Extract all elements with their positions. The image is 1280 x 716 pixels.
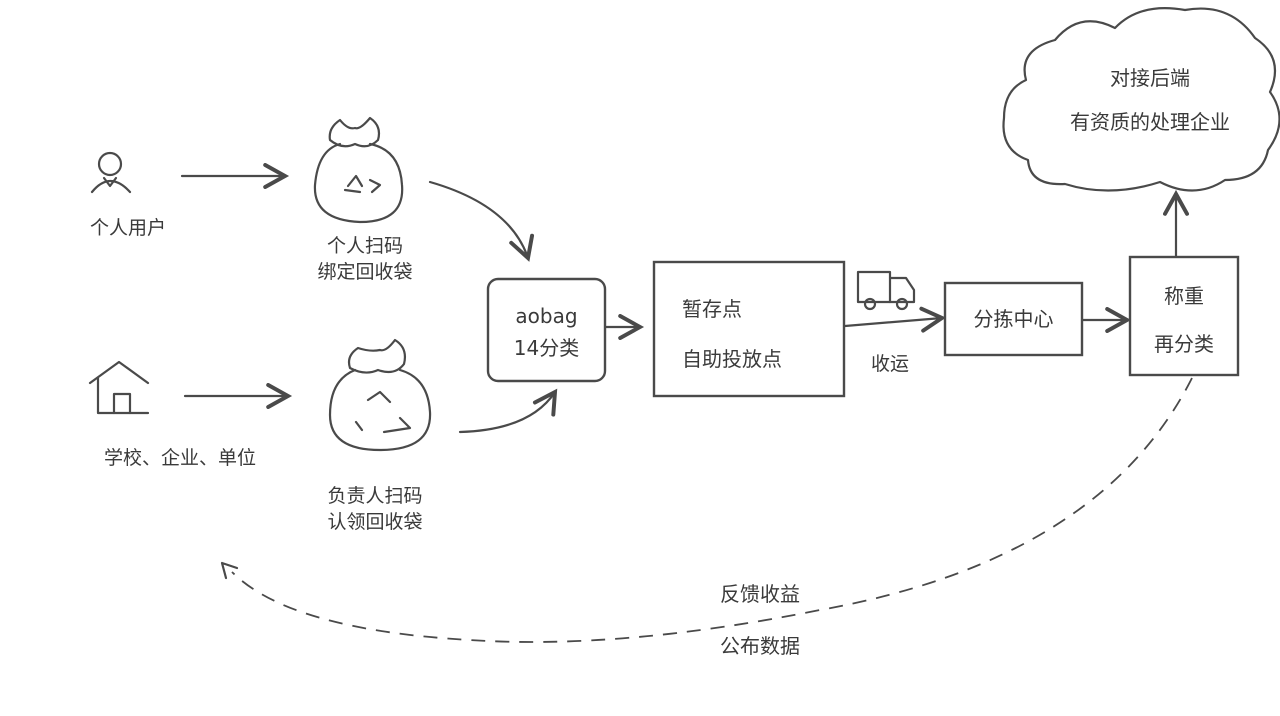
- sorting-box: [943, 281, 1084, 357]
- transport-label: 收运: [870, 353, 909, 375]
- sorting-label: 分拣中心: [973, 307, 1054, 331]
- arrow-temp-to-sorting: [843, 306, 947, 333]
- org-bag-line1: 负责人扫码: [327, 485, 423, 507]
- feedback-arrowhead: [220, 561, 239, 580]
- person-icon: [90, 151, 132, 194]
- personal-user-label: 个人用户: [89, 217, 166, 239]
- cloud-label: 对接后端 有资质的处理企业: [1030, 56, 1270, 144]
- weigh-line2: 再分类: [1154, 332, 1214, 356]
- feedback-line2: 公布数据: [720, 634, 800, 658]
- personal-bag-label: 个人扫码 绑定回收袋: [290, 234, 440, 285]
- cloud-line2: 有资质的处理企业: [1070, 110, 1230, 134]
- personal-recycle-bag-icon: [313, 116, 404, 224]
- personal-bag-line1: 个人扫码: [326, 235, 403, 257]
- aobag-box: [486, 277, 607, 383]
- house-icon: [88, 360, 150, 415]
- cloud-shape: [1002, 7, 1280, 192]
- org-bag-line2: 认领回收袋: [327, 510, 423, 533]
- org-recycle-bag-icon: [328, 338, 432, 452]
- temp-point-label: 暂存点 自助投放点: [662, 284, 857, 384]
- aobag-label: aobag 14分类: [488, 300, 605, 364]
- weigh-box: [1128, 255, 1240, 377]
- weigh-label: 称重 再分类: [1130, 272, 1238, 368]
- aobag-line2: 14分类: [513, 336, 580, 360]
- org-bag-label: 负责人扫码 认领回收袋: [300, 484, 450, 535]
- truck-icon: [856, 270, 916, 311]
- temp-point-line2: 自助投放点: [682, 347, 782, 371]
- cloud-line1: 对接后端: [1110, 66, 1190, 90]
- feedback-line1: 反馈收益: [720, 582, 800, 606]
- weigh-line1: 称重: [1164, 284, 1204, 308]
- feedback-dashed-curve: [231, 377, 1193, 643]
- temp-point-box: [652, 260, 846, 398]
- org-user-label: 学校、企业、单位: [103, 447, 256, 469]
- feedback-label: 反馈收益 公布数据: [680, 568, 840, 672]
- personal-bag-line2: 绑定回收袋: [317, 260, 413, 283]
- arrow-orgbag-to-aobag: [458, 388, 558, 434]
- temp-point-line1: 暂存点: [682, 297, 742, 321]
- aobag-line1: aobag: [515, 304, 578, 328]
- arrow-bag-to-aobag: [428, 180, 535, 262]
